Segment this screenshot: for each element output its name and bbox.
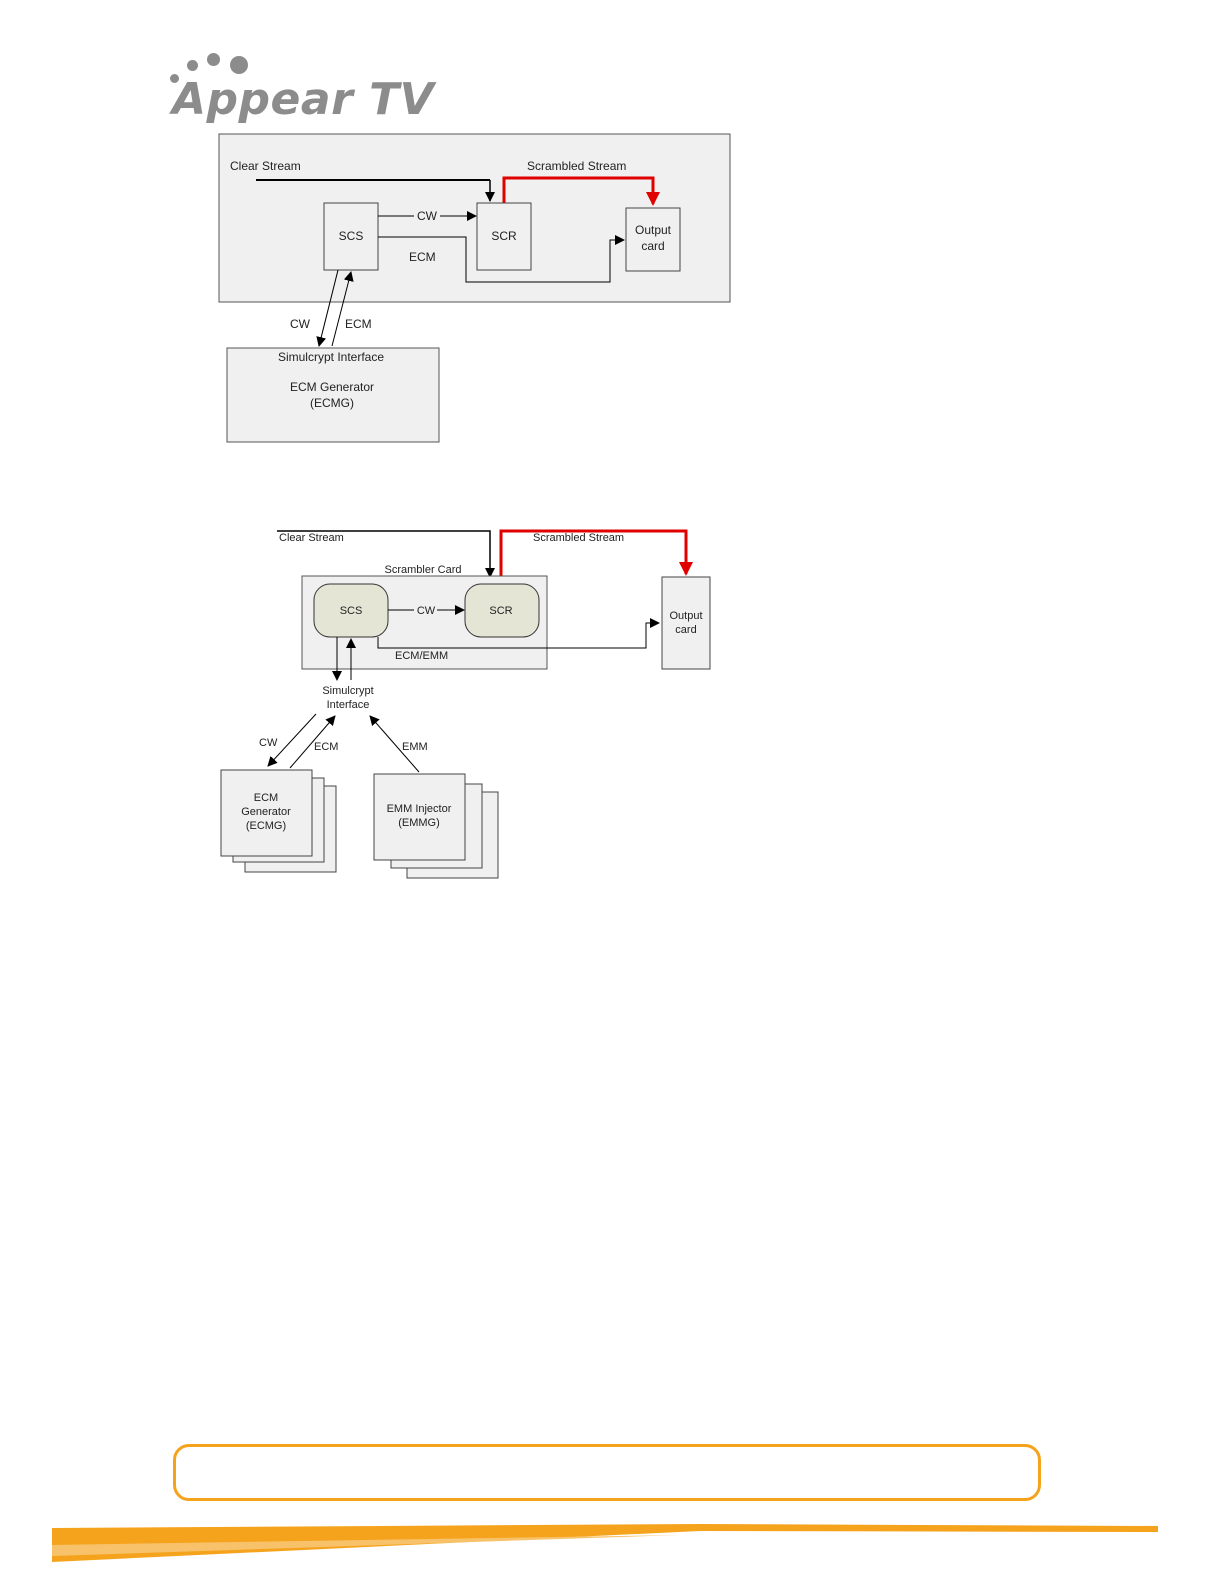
cw-lower-label: CW xyxy=(290,317,311,331)
output-card-label: Output xyxy=(635,223,672,237)
ecm-label: ECM xyxy=(409,250,436,264)
ecm-generator-label: (ECMG) xyxy=(246,820,286,832)
simulcrypt-label: Interface xyxy=(327,699,370,711)
simulcrypt-label: Simulcrypt xyxy=(322,685,373,697)
scr-label: SCR xyxy=(489,605,512,617)
ecm-generator-label: ECM xyxy=(254,792,278,804)
simulcrypt-interface-label: Simulcrypt Interface xyxy=(278,350,384,364)
clear-stream-label: Clear Stream xyxy=(230,159,301,173)
emm-label: EMM xyxy=(402,741,428,753)
scrambled-stream-label: Scrambled Stream xyxy=(533,532,624,544)
diagram-2: Clear Stream Scrambled Stream Scrambler … xyxy=(221,531,710,878)
scrambled-stream-label: Scrambled Stream xyxy=(527,159,626,173)
output-card-box xyxy=(662,577,710,669)
scr-label: SCR xyxy=(491,229,517,243)
cw-label: CW xyxy=(417,209,438,223)
emm-injector-label: EMM Injector xyxy=(387,803,452,815)
output-card-label: card xyxy=(641,239,664,253)
footer-swoosh xyxy=(0,1515,1224,1584)
ecm-lower-label: ECM xyxy=(314,741,338,753)
ecmg-label: (ECMG) xyxy=(310,396,354,410)
output-card-label: card xyxy=(675,624,696,636)
scs-label: SCS xyxy=(340,605,363,617)
ecm-emm-label: ECM/EMM xyxy=(395,650,448,662)
footer-box xyxy=(173,1444,1041,1501)
scs-label: SCS xyxy=(339,229,364,243)
scrambler-card-label: Scrambler Card xyxy=(384,564,461,576)
emm-injector-label: (EMMG) xyxy=(398,817,440,829)
ecm-generator-label: Generator xyxy=(241,806,291,818)
ecm-lower-label: ECM xyxy=(345,317,372,331)
ecm-generator-label: ECM Generator xyxy=(290,380,374,394)
diagram-1: Clear Stream Scrambled Stream SCS SCR CW… xyxy=(219,134,730,442)
output-card-label: Output xyxy=(669,610,702,622)
cw-lower-label: CW xyxy=(259,737,278,749)
clear-stream-label: Clear Stream xyxy=(279,532,344,544)
cw-label: CW xyxy=(417,605,436,617)
